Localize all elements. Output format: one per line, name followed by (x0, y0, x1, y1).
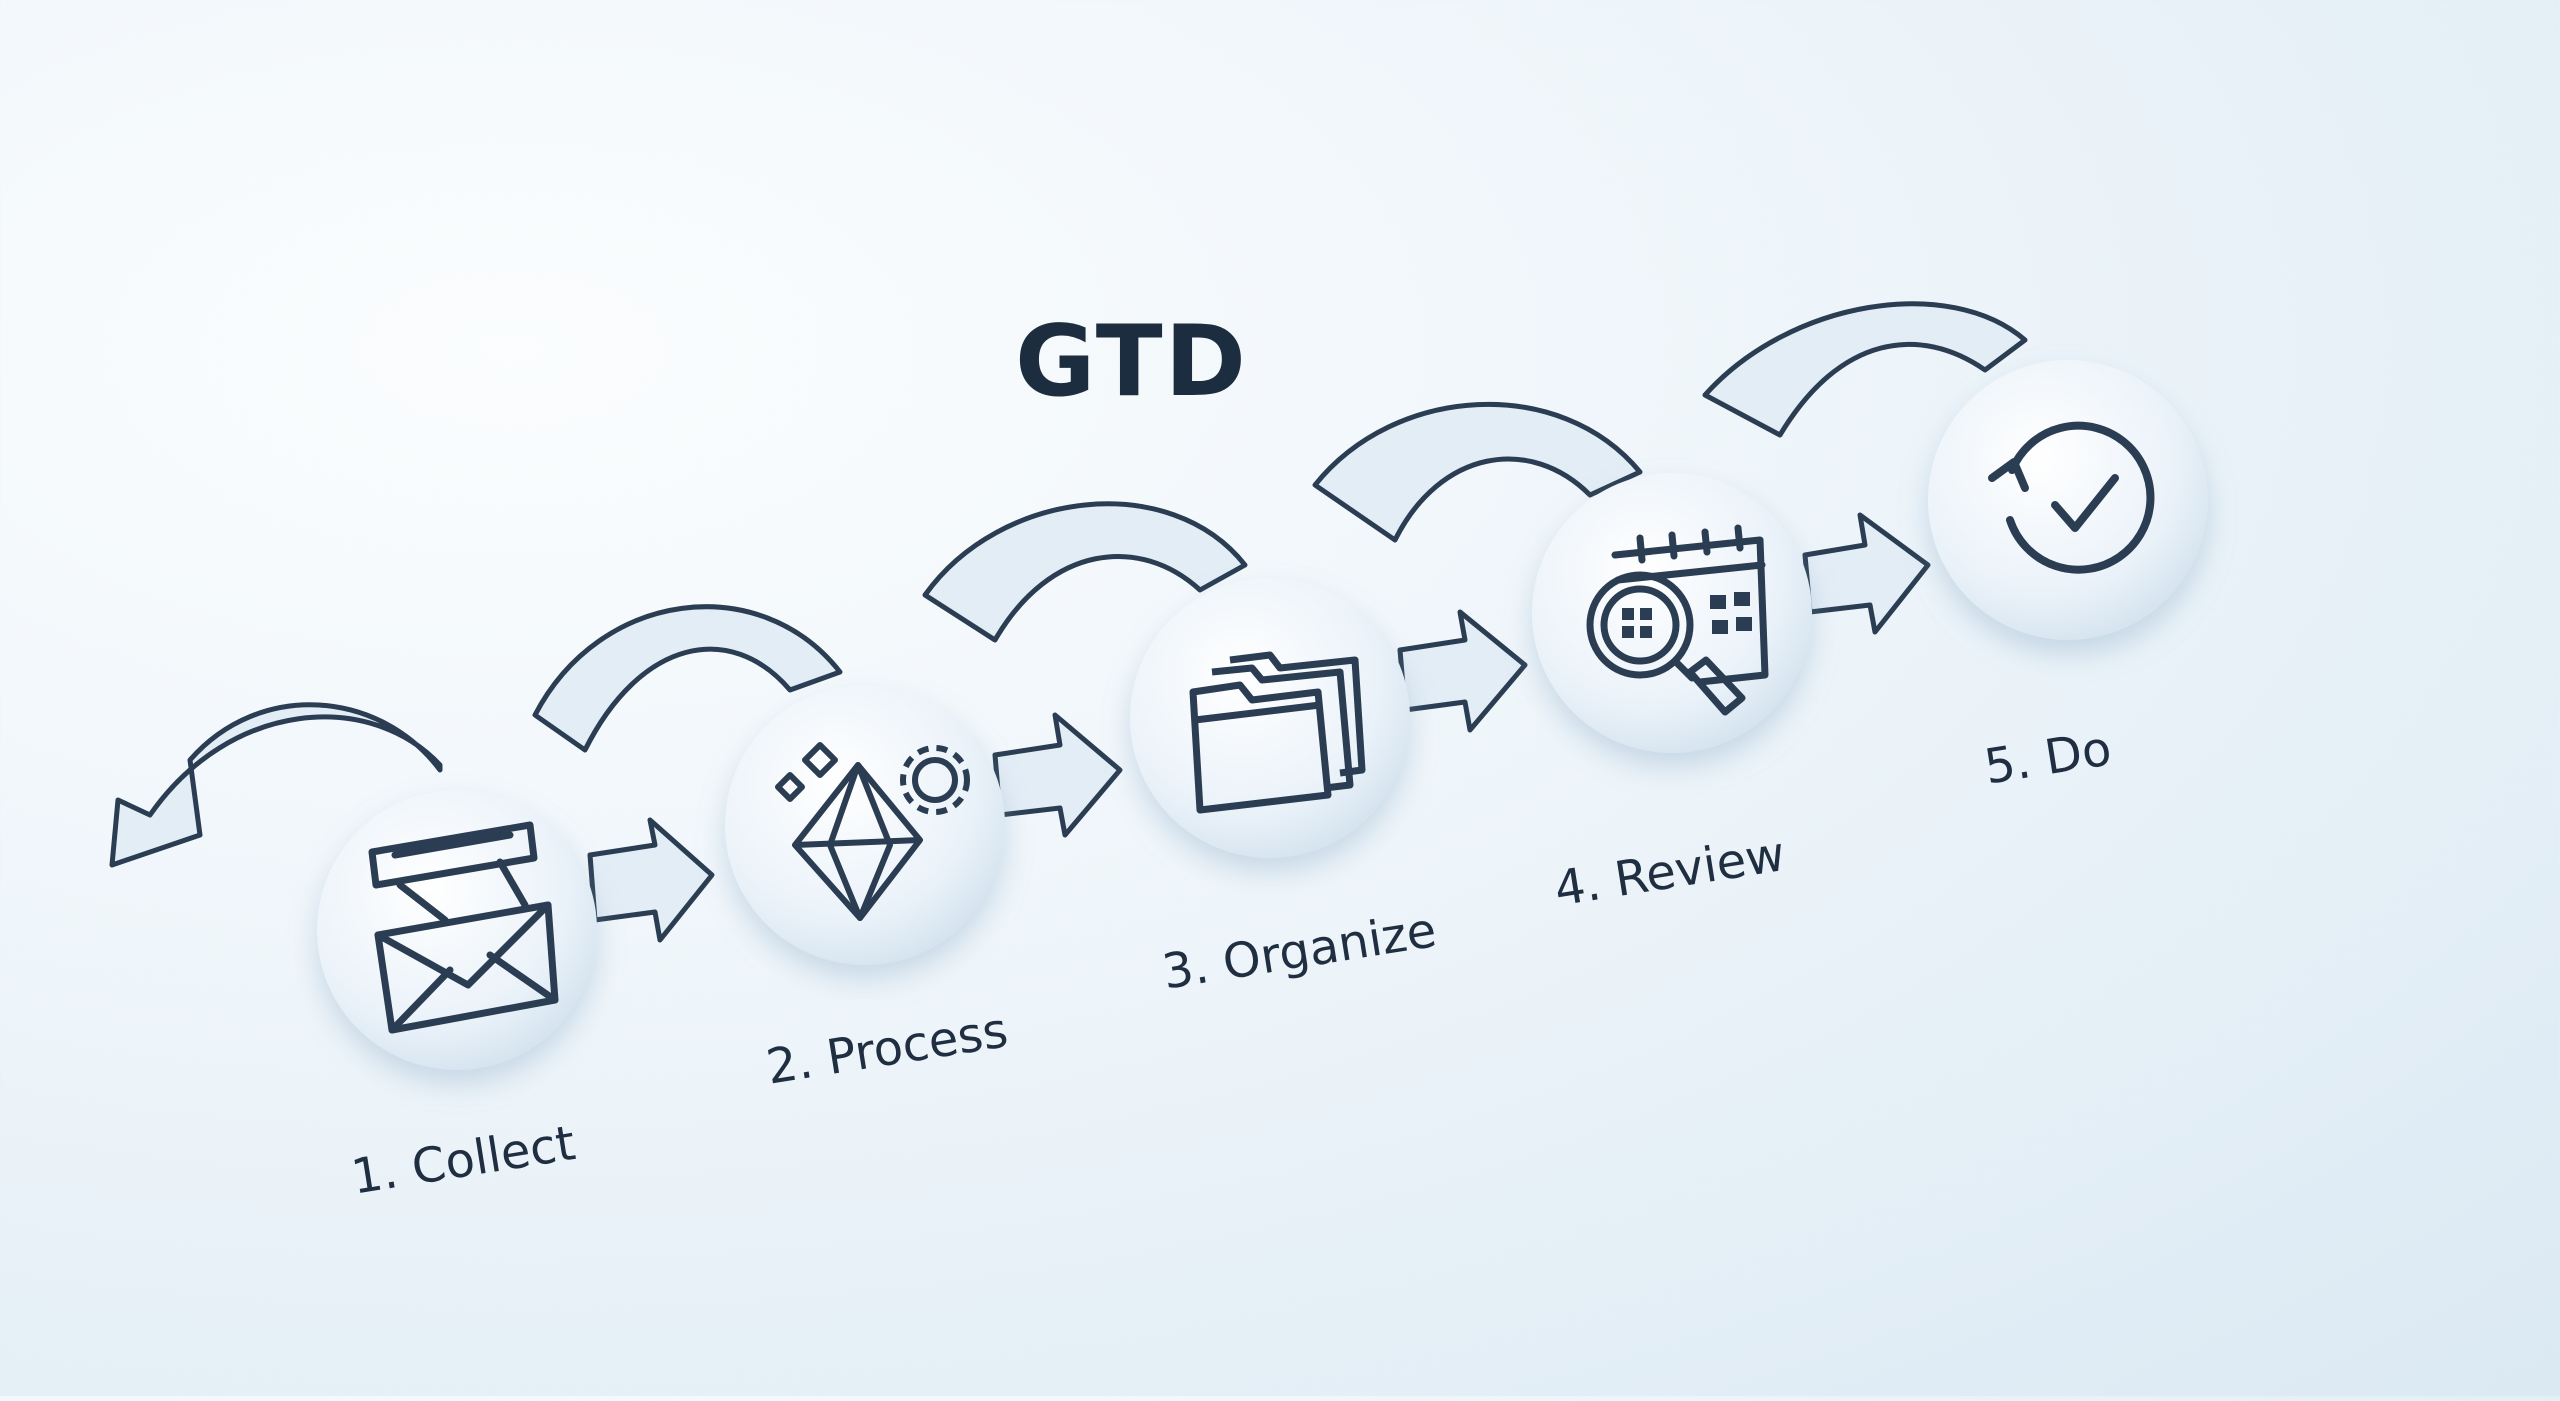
step-3-node (1130, 578, 1410, 858)
diamond-gear-icon (775, 742, 970, 921)
diagram-title: GTD (1015, 305, 1248, 419)
folders-icon (1189, 651, 1366, 814)
curved-arrow-back (109, 702, 443, 868)
forward-arrow-4 (1802, 512, 1931, 635)
curved-arrow-3 (1312, 401, 1643, 543)
step-4-node (1532, 473, 1812, 753)
forward-arrow-2 (992, 712, 1123, 838)
curved-arrow-1 (532, 604, 843, 753)
forward-arrow-1 (587, 817, 715, 943)
step-2-node (725, 685, 1005, 965)
cycle-check-icon (1988, 421, 2155, 574)
calendar-magnifier-icon (1586, 524, 1769, 716)
step-5-node (1928, 360, 2208, 640)
inbox-envelope-icon (368, 821, 559, 1034)
step-1-node (317, 790, 597, 1070)
forward-arrow-3 (1397, 609, 1528, 733)
curved-arrow-2 (922, 501, 1248, 643)
curved-arrow-4 (1702, 301, 2028, 438)
